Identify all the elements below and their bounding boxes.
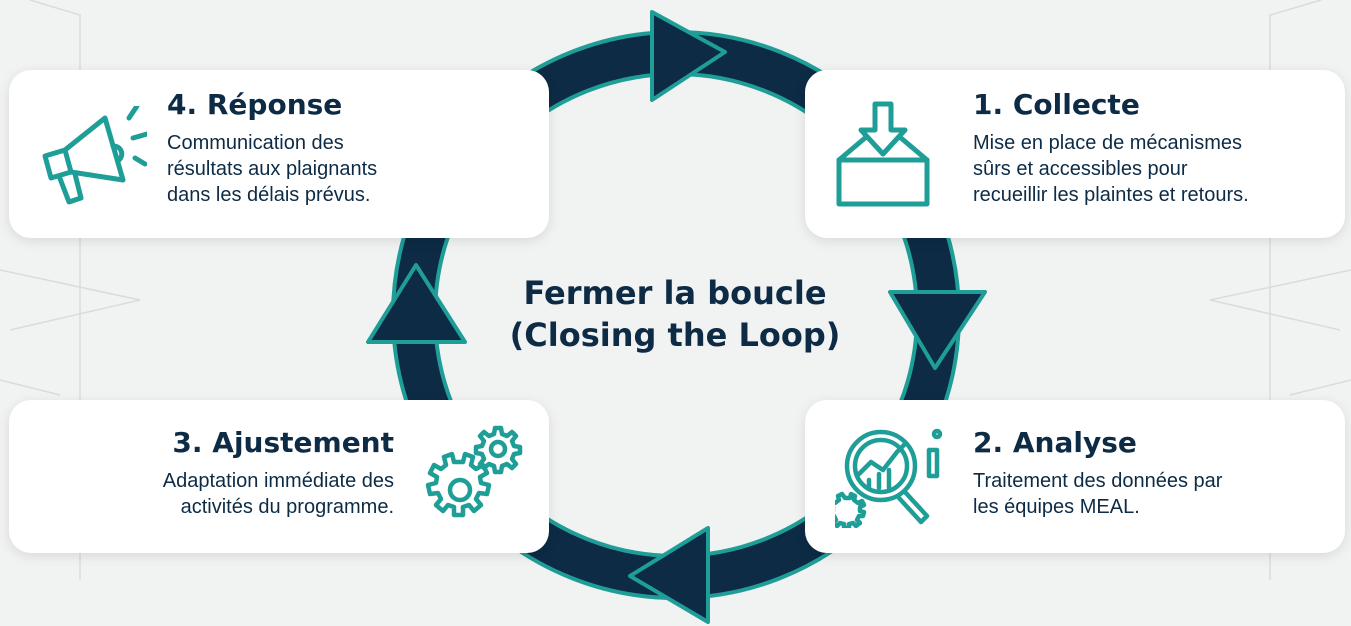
step-description-line: les équipes MEAL.: [973, 496, 1140, 518]
ballot-box-icon: [836, 101, 930, 207]
step-card-ajustement: 3. Ajustement Adaptation immédiate des a…: [9, 400, 549, 553]
step-description-line: dans les délais prévus.: [167, 184, 371, 206]
step-card-analyse: 2. Analyse Traitement des données par le…: [805, 400, 1345, 553]
center-title: Fermer la boucle (Closing the Loop): [470, 272, 880, 356]
step-description-line: recueillir les plaintes et retours.: [973, 184, 1249, 206]
step-card-reponse: 4. Réponse Communication des résultats a…: [9, 70, 549, 238]
arrow-top: [650, 10, 727, 102]
step-description-line: Adaptation immédiate des: [162, 470, 394, 492]
step-title: 2. Analyse: [973, 426, 1137, 459]
megaphone-icon: [42, 106, 147, 205]
arrow-left: [366, 263, 467, 344]
step-title: 4. Réponse: [167, 88, 343, 121]
step-title: 1. Collecte: [973, 88, 1140, 121]
arrow-right: [888, 290, 987, 370]
step-description-line: activités du programme.: [180, 496, 394, 518]
step-description-line: résultats aux plaignants: [167, 158, 378, 180]
gears-icon: [425, 425, 523, 518]
center-title-line1: Fermer la boucle: [523, 274, 827, 312]
step-description-line: Traitement des données par: [973, 470, 1223, 492]
center-title-line2: (Closing the Loop): [509, 316, 841, 354]
arrow-bottom: [628, 526, 710, 624]
step-card-collecte: 1. Collecte Mise en place de mécanismes …: [805, 70, 1345, 238]
step-description-line: Mise en place de mécanismes: [973, 132, 1243, 154]
step-description-line: sûrs et accessibles pour: [973, 158, 1188, 180]
magnifier-chart-icon: [835, 428, 943, 528]
step-description-line: Communication des: [167, 132, 344, 154]
step-title: 3. Ajustement: [172, 426, 394, 459]
